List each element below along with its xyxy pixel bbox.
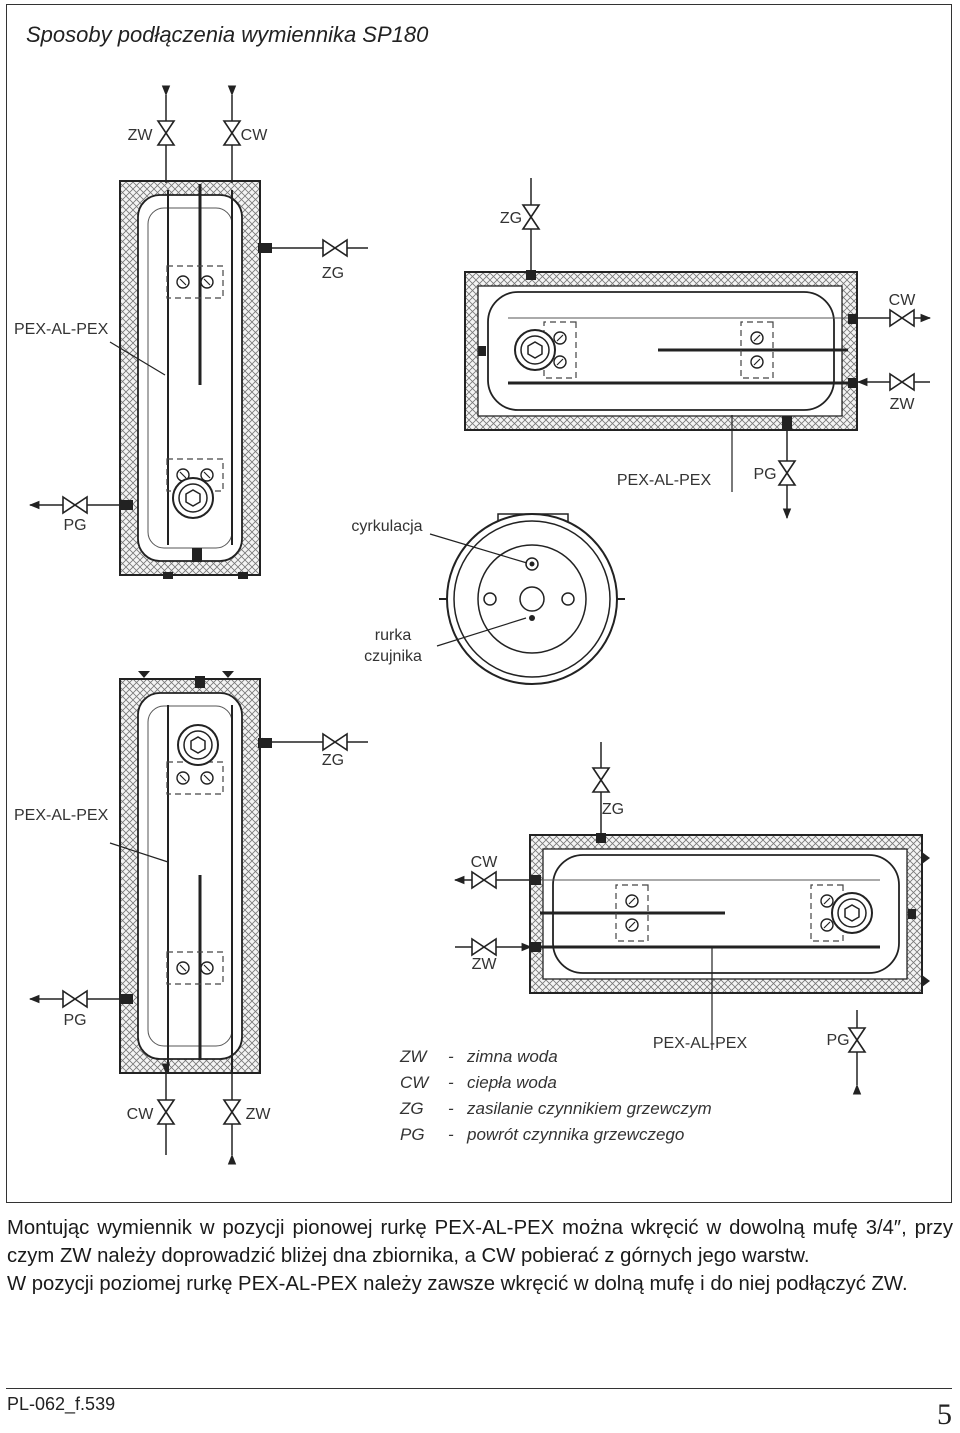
legend-dash: - [448, 1047, 454, 1066]
label-pex: PEX-AL-PEX [14, 321, 109, 338]
paragraph: Montując wymiennik w pozycji pionowej ru… [7, 1217, 953, 1267]
label-pex: PEX-AL-PEX [653, 1035, 748, 1052]
vertical-tank-bottom [119, 671, 272, 1074]
paragraph: W pozycji poziomej rurkę PEX-AL-PEX nale… [7, 1273, 908, 1295]
page-title: Sposoby podłączenia wymiennika SP180 [26, 22, 429, 47]
tank2-pipes [522, 178, 932, 520]
legend-code: CW [400, 1073, 430, 1092]
footer-divider [6, 1388, 952, 1389]
label-cw: CW [471, 854, 499, 871]
label-cw: CW [127, 1106, 155, 1123]
legend-code: ZG [399, 1099, 424, 1118]
legend-dash: - [448, 1073, 454, 1092]
label-zw: ZW [128, 127, 154, 144]
tank4-pipes [453, 742, 866, 1095]
label-pg: PG [753, 466, 776, 483]
document-code: PL-062_f.539 [7, 1394, 116, 1414]
legend-code: ZW [399, 1047, 428, 1066]
label-rurka: rurka [375, 627, 412, 644]
legend-desc: zimna woda [466, 1047, 558, 1066]
label-zg: ZG [322, 265, 344, 282]
label-pex: PEX-AL-PEX [617, 472, 712, 489]
tank1-pipes [28, 85, 368, 514]
connection-diagrams: ZW CW ZG PEX-AL-PEX PG ZG CW ZW PEX-AL-P… [14, 85, 932, 1165]
label-zw: ZW [472, 956, 498, 973]
label-pex: PEX-AL-PEX [14, 807, 109, 824]
horizontal-tank-bottom [529, 833, 930, 994]
label-cyrkulacja: cyrkulacja [351, 518, 422, 535]
page-number: 5 [937, 1398, 952, 1431]
tank3-pipes [28, 733, 368, 1165]
legend-desc: zasilanie czynnikiem grzewczym [466, 1099, 712, 1118]
label-pg: PG [63, 517, 86, 534]
label-zw: ZW [890, 396, 916, 413]
body-text: Montując wymiennik w pozycji pionowej ru… [7, 1214, 953, 1298]
label-czujnika: czujnika [364, 648, 422, 665]
label-zg: ZG [322, 752, 344, 769]
legend-code: PG [400, 1125, 425, 1144]
label-pg: PG [63, 1012, 86, 1029]
label-cw: CW [889, 292, 917, 309]
vertical-tank-top [119, 180, 272, 579]
legend-desc: powrót czynnika grzewczego [466, 1125, 684, 1144]
label-zw: ZW [246, 1106, 272, 1123]
tank-end-view [429, 513, 625, 685]
diagram-frame [6, 4, 952, 1203]
legend: ZW - zimna woda CW - ciepła woda ZG - za… [399, 1047, 712, 1144]
label-pg: PG [826, 1032, 849, 1049]
legend-dash: - [448, 1099, 454, 1118]
label-zg: ZG [500, 210, 522, 227]
legend-dash: - [448, 1125, 454, 1144]
label-cw: CW [241, 127, 269, 144]
horizontal-tank-top [464, 270, 858, 431]
legend-desc: ciepła woda [467, 1073, 557, 1092]
label-zg: ZG [602, 801, 624, 818]
